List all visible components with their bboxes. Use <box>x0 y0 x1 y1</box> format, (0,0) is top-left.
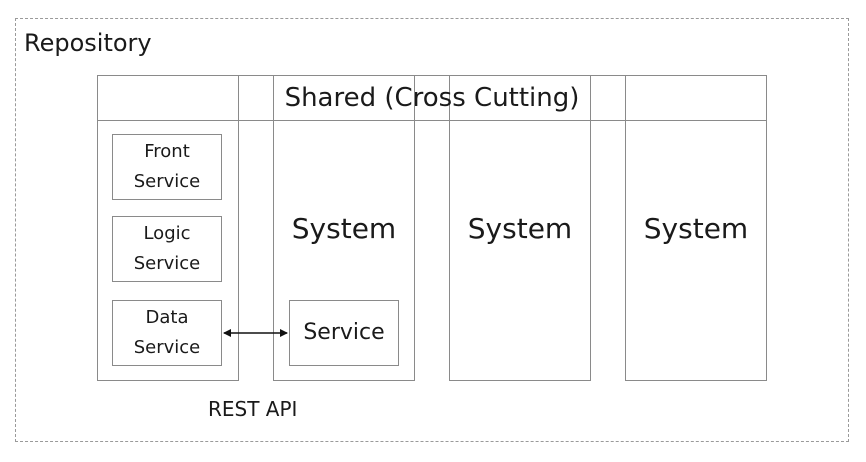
shared-label-text: Shared (Cross Cutting) <box>284 83 580 113</box>
system-label-2: System <box>467 212 573 245</box>
front-service-box: Front Service <box>112 134 222 200</box>
shared-label: Shared (Cross Cutting) <box>97 75 767 121</box>
data-service-label: Data Service <box>133 307 201 358</box>
rest-api-label: REST API <box>208 397 298 421</box>
front-service-label: Front Service <box>133 141 201 192</box>
shared-bar <box>97 75 767 121</box>
repository-boundary <box>15 18 849 442</box>
system-label-3: System <box>643 212 749 245</box>
service-label: Service <box>303 320 385 345</box>
data-service-box: Data Service <box>112 300 222 366</box>
service-box: Service <box>289 300 399 366</box>
logic-service-box: Logic Service <box>112 216 222 282</box>
logic-service-label: Logic Service <box>133 223 201 274</box>
system-label-1: System <box>291 212 397 245</box>
repository-label: Repository <box>24 29 152 57</box>
